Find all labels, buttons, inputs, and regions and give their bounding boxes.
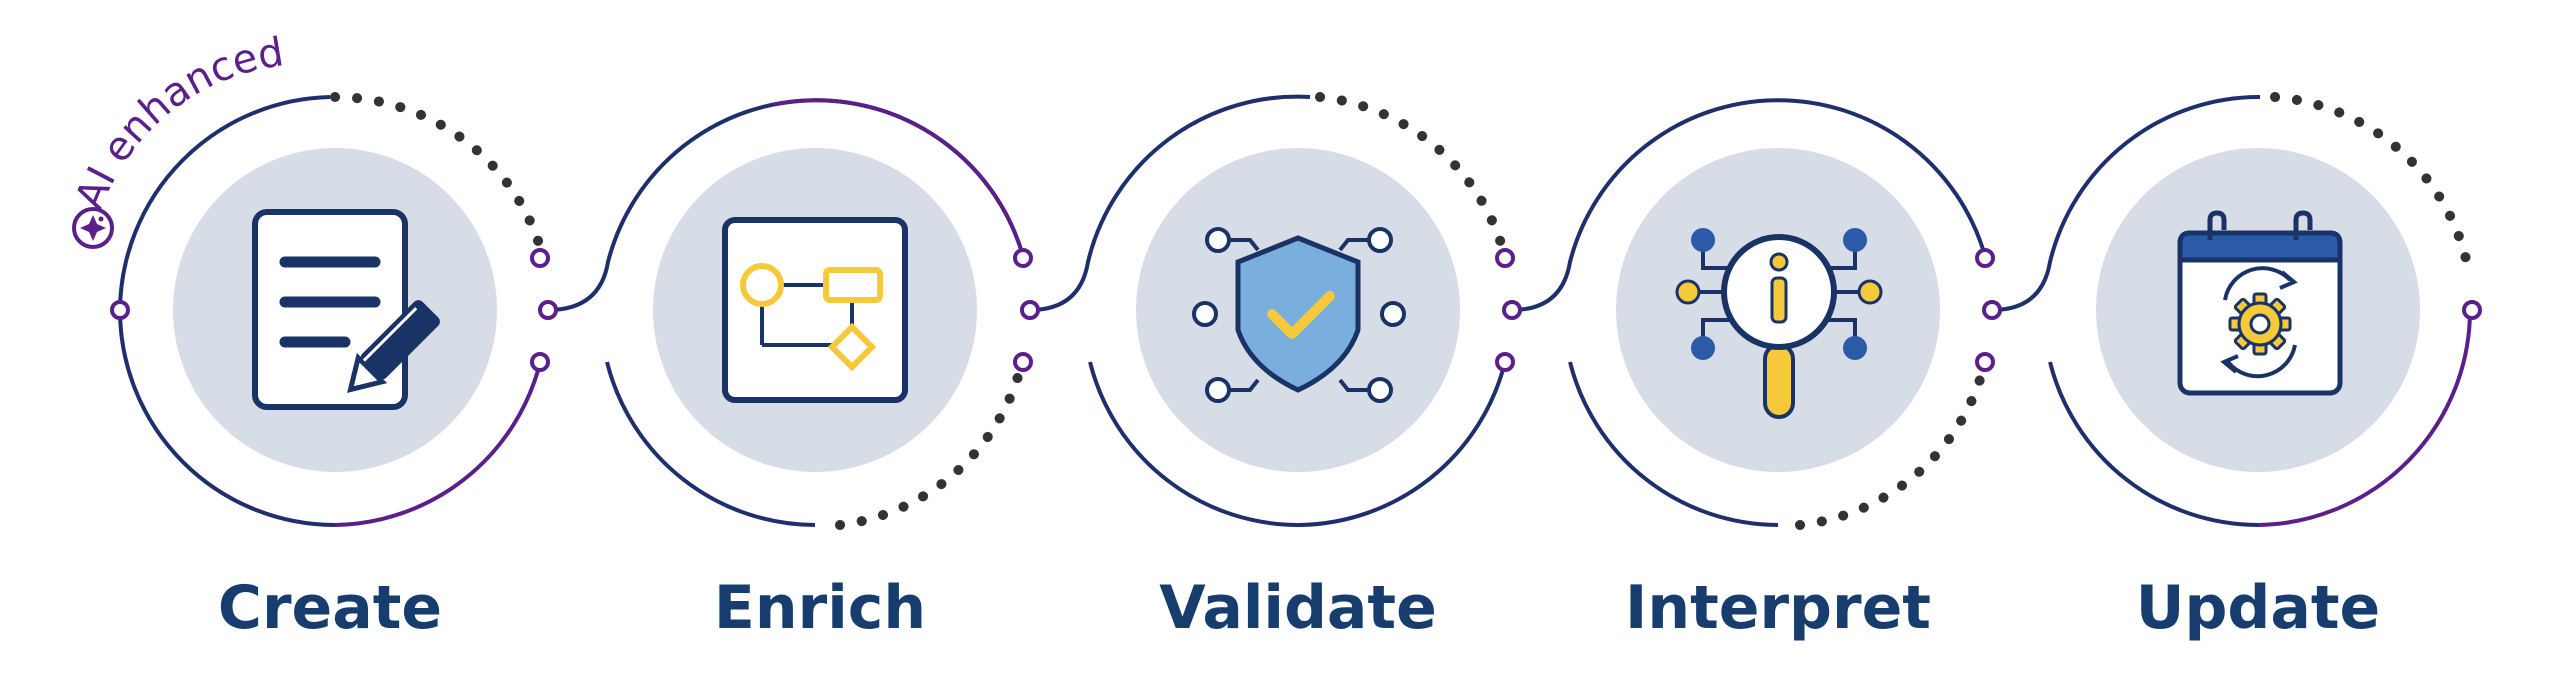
document-pencil-icon: [252, 209, 440, 410]
flowchart-icon: [722, 217, 908, 403]
step-interpret: Interpret: [1568, 148, 1995, 643]
step-label-create: Create: [218, 573, 442, 643]
step-create: Create: [110, 91, 550, 643]
magnifier-info-icon: [1675, 228, 1883, 419]
connector-create-enrich: [538, 98, 1025, 320]
connector-interpret-update: [1982, 94, 2261, 320]
connector-validate-interpret: [1502, 98, 1987, 320]
connector-enrich-validate: [1020, 94, 1311, 320]
step-validate: Validate: [1088, 92, 1515, 643]
shield-check-icon: [1192, 227, 1406, 403]
calendar-gear-icon: [2177, 210, 2343, 396]
step-label-update: Update: [2136, 573, 2380, 643]
step-enrich: Enrich: [605, 148, 1033, 643]
step-label-validate: Validate: [1159, 573, 1437, 643]
step-label-enrich: Enrich: [714, 573, 926, 643]
sparkle-icon: [72, 207, 114, 249]
step-label-interpret: Interpret: [1625, 573, 1931, 643]
step-update: Update: [2048, 92, 2482, 643]
